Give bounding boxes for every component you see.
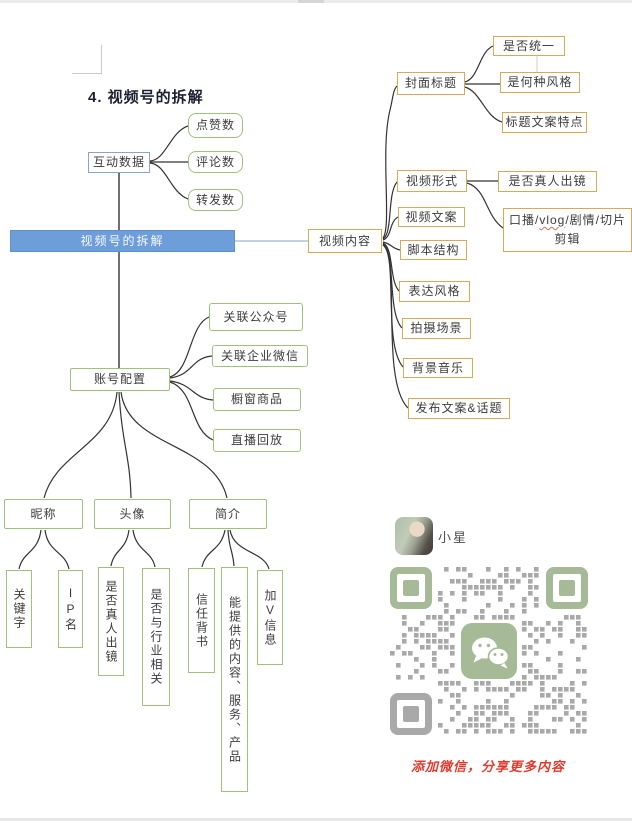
wechat-logo-icon — [461, 623, 517, 679]
node-publish-copy: 发布文案&话题 — [408, 398, 510, 419]
contact-name: 小星 — [438, 530, 469, 545]
node-cover-style-kind: 是何种风格 — [500, 72, 580, 93]
node-format-real-person: 是否真人出镜 — [498, 171, 597, 192]
section-heading: 4. 视频号的拆解 — [88, 89, 204, 106]
node-cover-uniform: 是否统一 — [493, 36, 565, 56]
node-video-content: 视频内容 — [308, 229, 382, 253]
node-avatar-real-person: 是否真人出镜 — [98, 567, 124, 676]
format-types-text: 口播/vlog/剧情/切片剪辑 — [508, 212, 627, 246]
node-offerings: 能提供的内容、服务、产品 — [221, 567, 248, 792]
node-expression-style: 表达风格 — [399, 281, 470, 302]
node-likes: 点赞数 — [188, 113, 243, 138]
node-ip-name: IP名 — [58, 570, 83, 648]
page-edge-tab — [298, 0, 324, 3]
node-account-config: 账号配置 — [70, 368, 170, 391]
node-shooting-scene: 拍摄场景 — [402, 318, 471, 339]
node-comments: 评论数 — [188, 151, 243, 173]
node-interaction-data: 互动数据 — [88, 152, 150, 173]
node-keyword: 关键字 — [6, 570, 32, 648]
node-intro: 简介 — [189, 499, 267, 529]
node-title-copy-traits: 标题文案特点 — [502, 112, 587, 133]
node-script-structure: 脚本结构 — [400, 240, 467, 260]
node-root: 视频号的拆解 — [10, 230, 235, 252]
promo-text: 添加微信，分享更多内容 — [410, 759, 565, 774]
page-edge-bottom — [0, 818, 632, 821]
node-trust-endorsement: 信任背书 — [188, 568, 215, 673]
node-video-format: 视频形式 — [397, 170, 467, 192]
node-avatar: 头像 — [94, 499, 171, 529]
node-industry-related: 是否与行业相关 — [142, 568, 170, 706]
node-cover-title: 封面标题 — [397, 72, 465, 95]
node-video-copy: 视频文案 — [398, 207, 465, 227]
node-nickname: 昵称 — [4, 499, 83, 529]
node-wecom: 关联企业微信 — [212, 345, 308, 367]
node-live-replay: 直播回放 — [213, 429, 301, 452]
node-shares: 转发数 — [188, 189, 243, 211]
wechat-avatar — [395, 517, 433, 555]
node-v-info: 加V信息 — [257, 570, 283, 665]
node-official-account: 关联公众号 — [209, 303, 303, 331]
node-shop-window: 橱窗商品 — [213, 388, 301, 411]
margin-corner-mark — [72, 45, 102, 74]
node-bgm: 背景音乐 — [403, 358, 473, 378]
node-format-types: 口播/vlog/剧情/切片剪辑 — [503, 208, 632, 252]
qr-code — [390, 567, 588, 735]
